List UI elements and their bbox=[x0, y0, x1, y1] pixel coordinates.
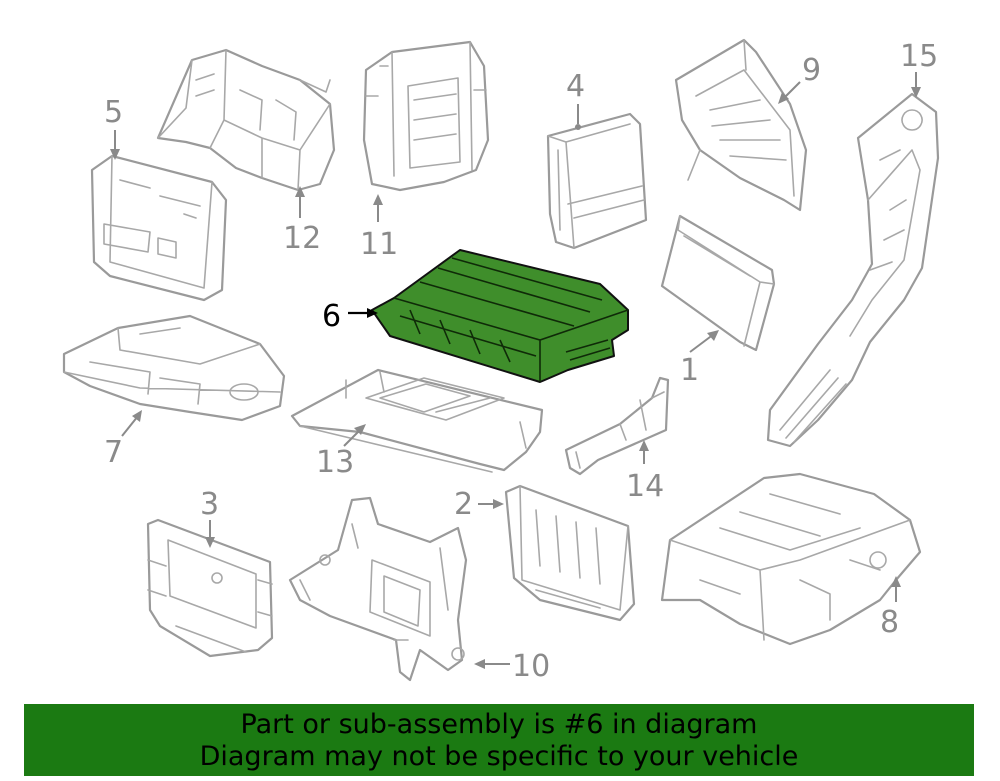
part-12-bracket bbox=[156, 48, 336, 192]
part-6-module-highlighted bbox=[371, 249, 629, 383]
svg-text:1: 1 bbox=[680, 353, 699, 388]
callout-11: 11 bbox=[360, 194, 398, 262]
svg-text:13: 13 bbox=[316, 445, 354, 480]
callout-3: 3 bbox=[200, 487, 219, 548]
callout-15: 15 bbox=[900, 39, 938, 98]
callout-12: 12 bbox=[283, 186, 321, 256]
callout-14: 14 bbox=[626, 440, 664, 504]
svg-text:7: 7 bbox=[104, 435, 123, 470]
svg-text:4: 4 bbox=[566, 69, 585, 104]
part-1-module bbox=[660, 214, 776, 352]
svg-text:8: 8 bbox=[880, 605, 899, 640]
callout-9: 9 bbox=[778, 53, 821, 104]
part-13-tray bbox=[290, 368, 544, 473]
part-10-bracket bbox=[288, 496, 468, 682]
part-4-module bbox=[546, 112, 648, 250]
svg-text:11: 11 bbox=[360, 227, 398, 262]
callout-4: 4 bbox=[566, 69, 585, 130]
parts-diagram: 12 11 5 4 9 bbox=[62, 38, 940, 684]
callout-13: 13 bbox=[316, 424, 366, 480]
part-15-pedal bbox=[766, 92, 940, 448]
part-3-module bbox=[146, 518, 274, 658]
banner-line-1: Part or sub-assembly is #6 in diagram bbox=[240, 709, 758, 740]
callout-5: 5 bbox=[104, 95, 123, 160]
callout-2: 2 bbox=[454, 487, 504, 522]
svg-text:3: 3 bbox=[200, 487, 219, 522]
callout-1: 1 bbox=[680, 330, 719, 388]
info-banner: Part or sub-assembly is #6 in diagram Di… bbox=[24, 704, 974, 776]
part-5-module bbox=[90, 154, 228, 302]
callout-8: 8 bbox=[880, 576, 901, 640]
svg-text:5: 5 bbox=[104, 95, 123, 130]
svg-text:12: 12 bbox=[283, 221, 321, 256]
callout-6: 6 bbox=[322, 299, 378, 334]
part-14-bracket bbox=[564, 376, 670, 476]
part-8-assembly bbox=[660, 472, 922, 646]
svg-text:14: 14 bbox=[626, 469, 664, 504]
svg-text:2: 2 bbox=[454, 487, 473, 522]
callout-7: 7 bbox=[104, 410, 142, 470]
part-2-module bbox=[504, 484, 636, 622]
part-11-bracket bbox=[362, 40, 490, 192]
svg-text:10: 10 bbox=[512, 649, 550, 684]
part-7-module bbox=[62, 314, 286, 422]
svg-text:6: 6 bbox=[322, 299, 341, 334]
banner-line-2: Diagram may not be specific to your vehi… bbox=[199, 741, 799, 772]
callout-10: 10 bbox=[474, 649, 550, 684]
svg-text:9: 9 bbox=[802, 53, 821, 88]
part-9-bracket bbox=[674, 38, 808, 212]
svg-text:15: 15 bbox=[900, 39, 938, 74]
